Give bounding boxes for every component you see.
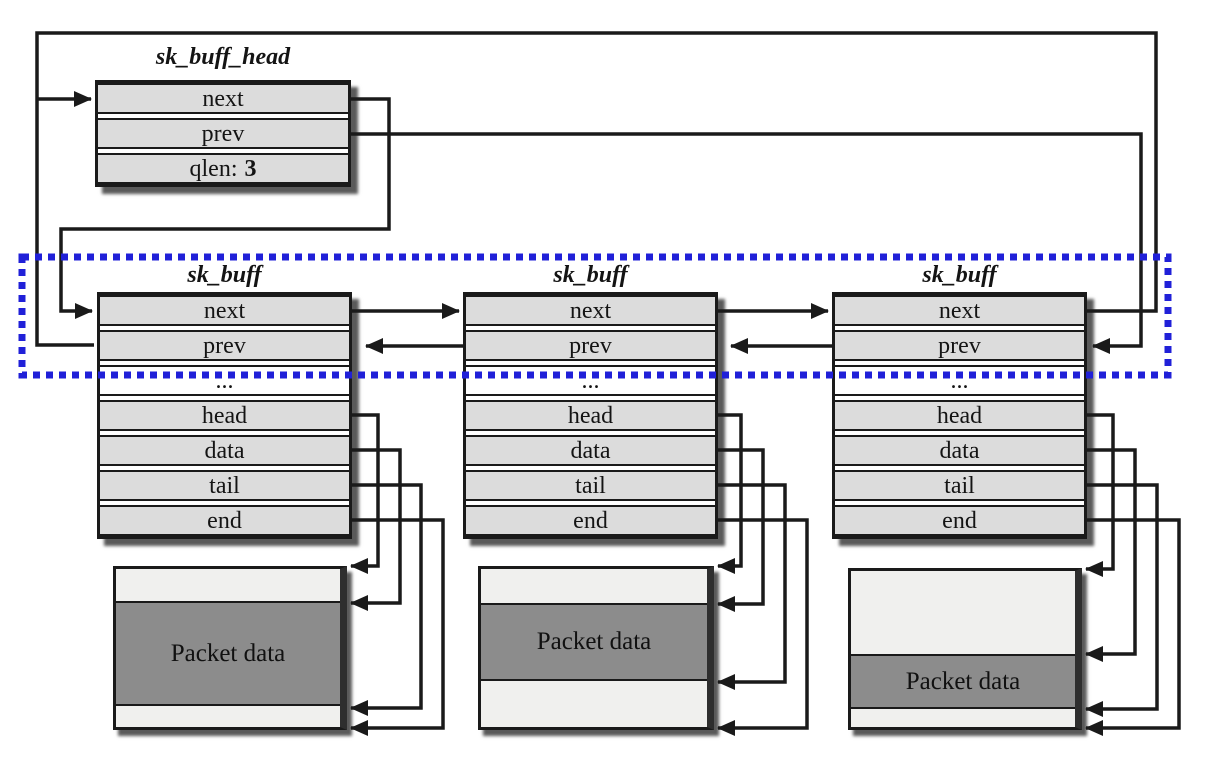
skb2-field-tail: tail [466,470,715,501]
skb2-field-prev: prev [466,330,715,361]
skb1-field-end: end [100,505,349,536]
skb1-field-ellipsis: ... [100,365,349,396]
skb3-field-ellipsis: ... [835,365,1084,396]
ptr-skb3-tail-to-buffer3 [1085,483,1159,717]
skb2-field-ellipsis: ... [466,365,715,396]
ptr-skb3-end-to-buffer3 [1085,518,1181,736]
skbuff-head-struct: next prev qlen: 3 [95,80,351,187]
ptr-skb2-end-to-buffer2 [717,518,809,736]
packet-buffer-2: Packet data [478,566,714,730]
skb3-field-end: end [835,505,1084,536]
buffer3-headroom [851,571,1075,654]
ptr-skb2-tail-to-buffer2 [717,483,787,690]
skbuff1-struct: next prev ... head data tail end [97,292,352,539]
buffer2-label: Packet data [536,628,652,655]
skb3-field-head: head [835,400,1084,431]
skb1-field-prev: prev [100,330,349,361]
head-field-qlen: qlen: 3 [98,153,348,184]
buffer3-tailroom [851,709,1075,727]
ptr-skb3-head-to-buffer3 [1085,413,1115,577]
buffer1-tailroom [116,706,340,727]
buffer2-headroom [481,569,707,603]
skb1-field-data: data [100,435,349,466]
ptr-skb3-data-to-buffer3 [1085,448,1137,662]
skbuff3-title: sk_buff [922,262,997,288]
head-field-next: next [98,83,348,114]
ptr-skb2-head-to-buffer2 [717,413,743,574]
ptr-skb1-tail-to-buffer1 [350,483,423,716]
head-field-prev: prev [98,118,348,149]
skbuff2-title: sk_buff [553,262,628,288]
skbuff3-struct: next prev ... head data tail end [832,292,1087,539]
skb2-field-head: head [466,400,715,431]
buffer1-label: Packet data [170,639,286,667]
buffer1-data-region: Packet data [116,601,340,706]
ptr-skb1-head-to-buffer1 [350,413,380,574]
ptr-skb1-end-to-buffer1 [350,518,445,736]
skbuff-head-title: sk_buff_head [155,44,291,70]
packet-buffer-3: Packet data [848,568,1082,730]
skb2-field-end: end [466,505,715,536]
buffer1-headroom [116,569,340,601]
packet-buffer-1: Packet data [113,566,347,730]
skb3-field-next: next [835,295,1084,326]
qlen-label: qlen: [189,155,238,182]
skb1-field-tail: tail [100,470,349,501]
skb3-field-prev: prev [835,330,1084,361]
skb1-field-next: next [100,295,349,326]
qlen-value: 3 [244,155,257,182]
skb3-field-data: data [835,435,1084,466]
skb1-field-head: head [100,400,349,431]
skbuff2-struct: next prev ... head data tail end [463,292,718,539]
skb2-field-next: next [466,295,715,326]
buffer3-data-region: Packet data [851,654,1075,709]
buffer2-tailroom [481,681,707,727]
skb3-field-tail: tail [835,470,1084,501]
skb2-field-data: data [466,435,715,466]
skbuff1-title: sk_buff [187,262,262,288]
buffer3-label: Packet data [905,667,1021,695]
buffer2-data-region: Packet data [481,603,707,681]
ptr-skb1-data-to-buffer1 [350,448,402,611]
ptr-skb2-data-to-buffer2 [717,448,765,612]
